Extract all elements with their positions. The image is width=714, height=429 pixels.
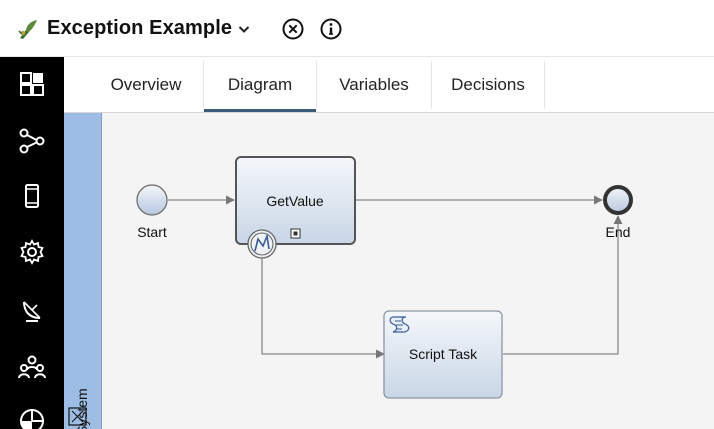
tab-overview[interactable]: Overview bbox=[110, 75, 182, 94]
start-label: Start bbox=[137, 224, 167, 240]
end-label: End bbox=[606, 224, 631, 240]
swimlane-header[interactable]: System bbox=[64, 113, 102, 429]
pie-chart-icon[interactable] bbox=[18, 407, 46, 429]
sidebar bbox=[0, 57, 64, 429]
start-event[interactable] bbox=[136, 184, 168, 216]
script-task-label: Script Task bbox=[409, 346, 478, 362]
getvalue-label: GetValue bbox=[266, 193, 324, 209]
end-event[interactable] bbox=[603, 185, 633, 215]
script-icon bbox=[389, 316, 410, 333]
process-diagram: Start GetValue End Scrip bbox=[68, 156, 633, 426]
satellite-dish-icon[interactable] bbox=[18, 296, 46, 324]
lane-collapse-icon[interactable] bbox=[68, 407, 87, 426]
chevron-down-icon[interactable] bbox=[236, 21, 252, 37]
tab-bar: Overview Diagram Variables Decisions bbox=[64, 57, 714, 113]
tab-divider bbox=[544, 61, 545, 109]
script-task[interactable] bbox=[383, 310, 503, 399]
team-icon[interactable] bbox=[18, 353, 46, 381]
tab-divider bbox=[316, 61, 317, 109]
app-logo-icon bbox=[18, 20, 37, 39]
dashboard-icon[interactable] bbox=[18, 70, 46, 98]
page-title: Exception Example bbox=[47, 17, 233, 39]
gear-icon[interactable] bbox=[18, 238, 46, 266]
getvalue-task[interactable] bbox=[235, 156, 356, 245]
flow-script-to-end[interactable] bbox=[503, 215, 623, 355]
info-icon[interactable] bbox=[319, 17, 343, 41]
flow-exception-to-script[interactable] bbox=[261, 258, 385, 359]
tab-divider bbox=[431, 61, 432, 109]
mobile-icon[interactable] bbox=[18, 182, 46, 210]
tab-variables[interactable]: Variables bbox=[339, 75, 409, 94]
error-boundary-event-icon[interactable] bbox=[247, 229, 277, 259]
tab-divider bbox=[203, 61, 204, 109]
diagram-canvas[interactable]: System St bbox=[64, 113, 714, 429]
tab-decisions[interactable]: Decisions bbox=[451, 75, 525, 94]
close-icon[interactable] bbox=[281, 17, 305, 41]
subprocess-marker-icon bbox=[290, 228, 301, 239]
process-flow-icon[interactable] bbox=[18, 127, 46, 155]
header-bar: Exception Example bbox=[0, 0, 714, 57]
tab-diagram[interactable]: Diagram bbox=[204, 57, 316, 112]
